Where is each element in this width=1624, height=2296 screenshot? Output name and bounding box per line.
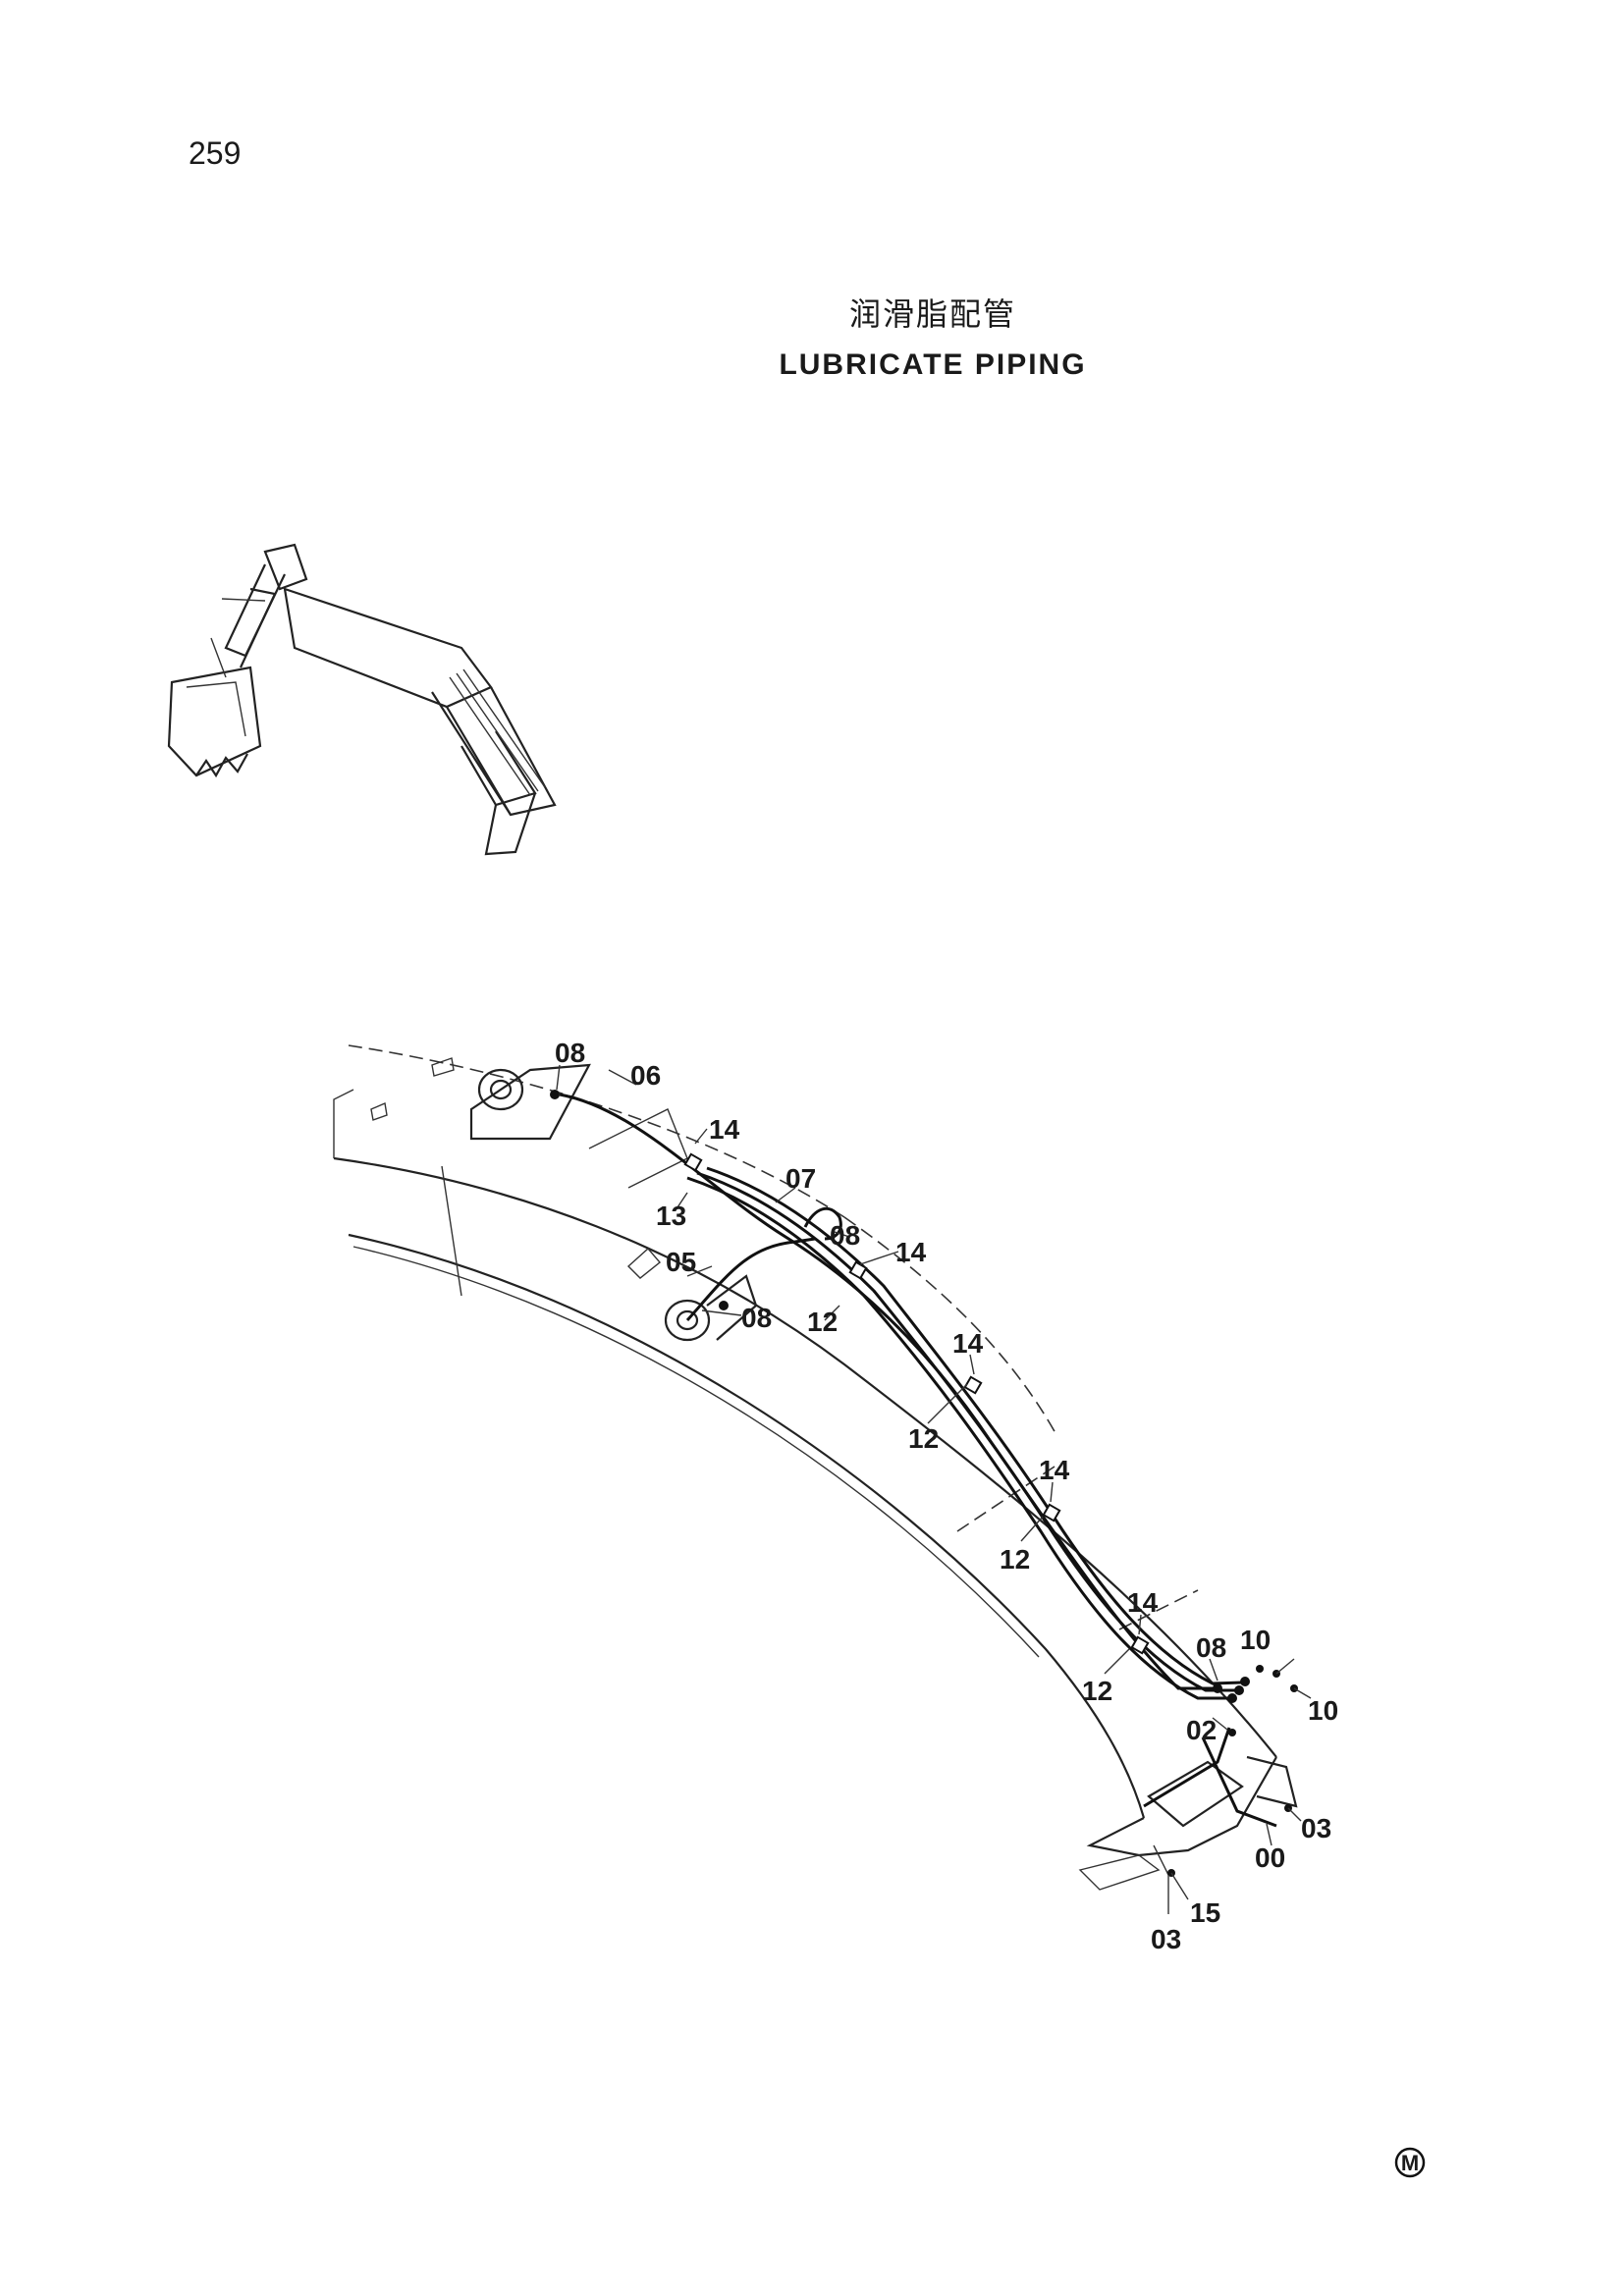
callout-14-b: 14 <box>895 1237 927 1267</box>
title-block: 润滑脂配管 LUBRICATE PIPING <box>687 290 1178 382</box>
callout-14-e: 14 <box>1127 1587 1159 1618</box>
callout-12-d: 12 <box>1082 1676 1112 1706</box>
corner-mark-letter: M <box>1401 2151 1419 2175</box>
callout-12-c: 12 <box>1000 1544 1030 1575</box>
callout-08-b: 08 <box>830 1220 860 1251</box>
callout-10-a: 10 <box>1240 1625 1271 1655</box>
callout-00: 00 <box>1255 1842 1285 1873</box>
callout-08-c: 08 <box>741 1303 772 1333</box>
page-number: 259 <box>189 135 242 171</box>
title-chinese: 润滑脂配管 <box>848 295 1016 333</box>
callout-10-b: 10 <box>1308 1695 1338 1726</box>
callout-08-a: 08 <box>555 1038 585 1068</box>
callout-05: 05 <box>666 1247 696 1277</box>
title-english: LUBRICATE PIPING <box>779 348 1087 381</box>
corner-mark: M <box>1394 2147 1426 2178</box>
overview-excavator-sketch <box>167 543 557 856</box>
callout-08-d: 08 <box>1196 1632 1226 1663</box>
callout-06: 06 <box>630 1060 661 1091</box>
callout-14-c: 14 <box>952 1328 984 1359</box>
callout-03-a: 03 <box>1301 1813 1331 1843</box>
callout-02: 02 <box>1186 1715 1217 1745</box>
callout-14-d: 14 <box>1039 1455 1070 1485</box>
callout-12-b: 12 <box>908 1423 939 1454</box>
main-boom-drawing <box>333 1044 1312 1914</box>
callout-14-a: 14 <box>709 1114 740 1145</box>
callout-13: 13 <box>656 1201 686 1231</box>
callout-15: 15 <box>1190 1897 1220 1928</box>
callout-12-a: 12 <box>807 1307 838 1337</box>
callout-03-b: 03 <box>1151 1924 1181 1954</box>
callout-07: 07 <box>785 1163 816 1194</box>
callout-labels: 08 06 14 07 13 08 14 05 08 12 14 12 14 1… <box>555 1038 1338 1954</box>
